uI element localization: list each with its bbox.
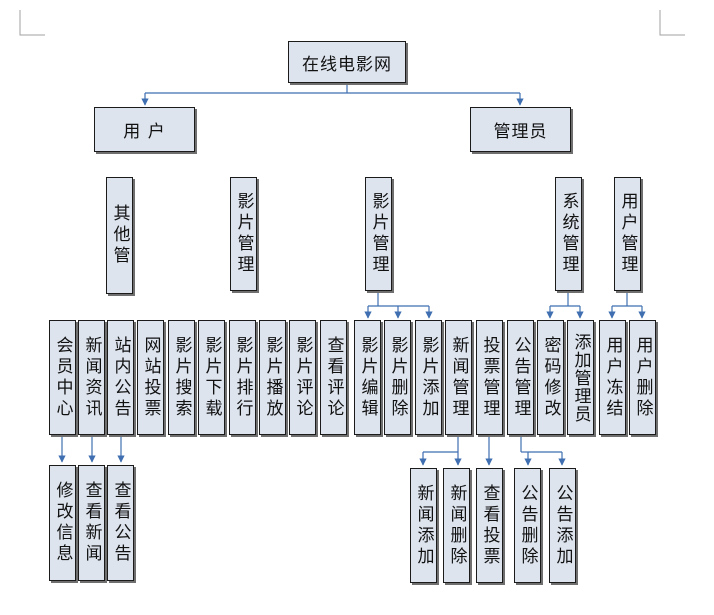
node-film-review: 影片评论 bbox=[289, 320, 316, 435]
node-add-admin: 添加管理员 bbox=[567, 320, 594, 435]
node-news-delete: 新闻删除 bbox=[443, 468, 470, 583]
node-film-search: 影片搜索 bbox=[168, 320, 195, 435]
node-film-delete: 影片删除 bbox=[384, 320, 411, 435]
node-user-freeze: 用户冻结 bbox=[599, 320, 626, 435]
node-news-info: 新闻资讯 bbox=[78, 320, 105, 435]
node-other-mgmt: 其他管 bbox=[106, 177, 133, 294]
node-notice-add: 公告添加 bbox=[549, 468, 576, 583]
node-film-edit: 影片编辑 bbox=[354, 320, 381, 435]
node-pwd-change: 密码修改 bbox=[537, 320, 564, 435]
node-film-mgmt-user: 影片管理 bbox=[230, 177, 257, 291]
node-edit-info: 修改信息 bbox=[49, 465, 76, 581]
node-view-news: 查看新闻 bbox=[78, 465, 105, 581]
node-admin: 管理员 bbox=[470, 107, 571, 152]
node-root: 在线电影网 bbox=[288, 41, 406, 83]
node-site-vote: 网站投票 bbox=[137, 320, 164, 435]
node-notice-delete: 公告删除 bbox=[514, 468, 541, 583]
node-vote-mgmt: 投票管理 bbox=[476, 320, 503, 435]
node-film-add: 影片添加 bbox=[415, 320, 442, 435]
corner-mark-right bbox=[659, 10, 685, 36]
node-view-notice: 查看公告 bbox=[107, 465, 134, 581]
node-notice-mgmt: 公告管理 bbox=[507, 320, 534, 435]
node-user: 用 户 bbox=[94, 107, 195, 152]
node-film-download: 影片下载 bbox=[198, 320, 225, 435]
node-view-vote: 查看投票 bbox=[476, 468, 503, 583]
node-film-mgmt-admin: 影片管理 bbox=[365, 177, 392, 291]
node-film-rank: 影片排行 bbox=[229, 320, 256, 435]
node-member-center: 会员中心 bbox=[49, 320, 76, 435]
node-user-mgmt: 用户管理 bbox=[614, 177, 641, 291]
node-system-mgmt: 系统管理 bbox=[555, 177, 582, 291]
node-view-review: 查看评论 bbox=[320, 320, 347, 435]
node-film-play: 影片播放 bbox=[259, 320, 286, 435]
node-news-mgmt: 新闻管理 bbox=[445, 320, 472, 435]
corner-mark-left bbox=[19, 10, 45, 36]
node-site-notice: 站内公告 bbox=[107, 320, 134, 435]
node-news-add: 新闻添加 bbox=[410, 468, 437, 583]
node-user-delete: 用户删除 bbox=[629, 320, 656, 435]
